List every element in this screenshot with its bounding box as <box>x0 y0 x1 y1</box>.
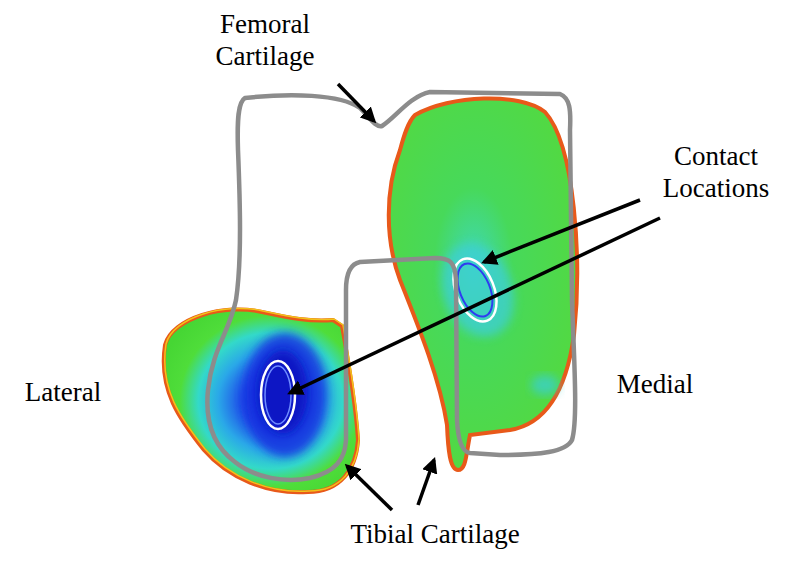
femoral-leader <box>338 84 374 121</box>
lateral-label: Lateral <box>8 376 118 408</box>
medial-label: Medial <box>600 368 710 400</box>
contact-leader-medial <box>484 200 640 262</box>
tibial-leader-lateral <box>347 466 392 510</box>
tibial-label: Tibial Cartilage <box>350 518 520 550</box>
leader-arrows <box>290 84 660 510</box>
contact-label: Contact Locations <box>635 140 797 204</box>
medial-tibial-cartilage <box>389 98 577 470</box>
tibial-leader-medial <box>418 460 434 505</box>
contact-leader-lateral <box>290 218 660 393</box>
lateral-tibial-cartilage <box>164 308 359 492</box>
femoral-label: Femoral Cartilage <box>180 8 350 72</box>
